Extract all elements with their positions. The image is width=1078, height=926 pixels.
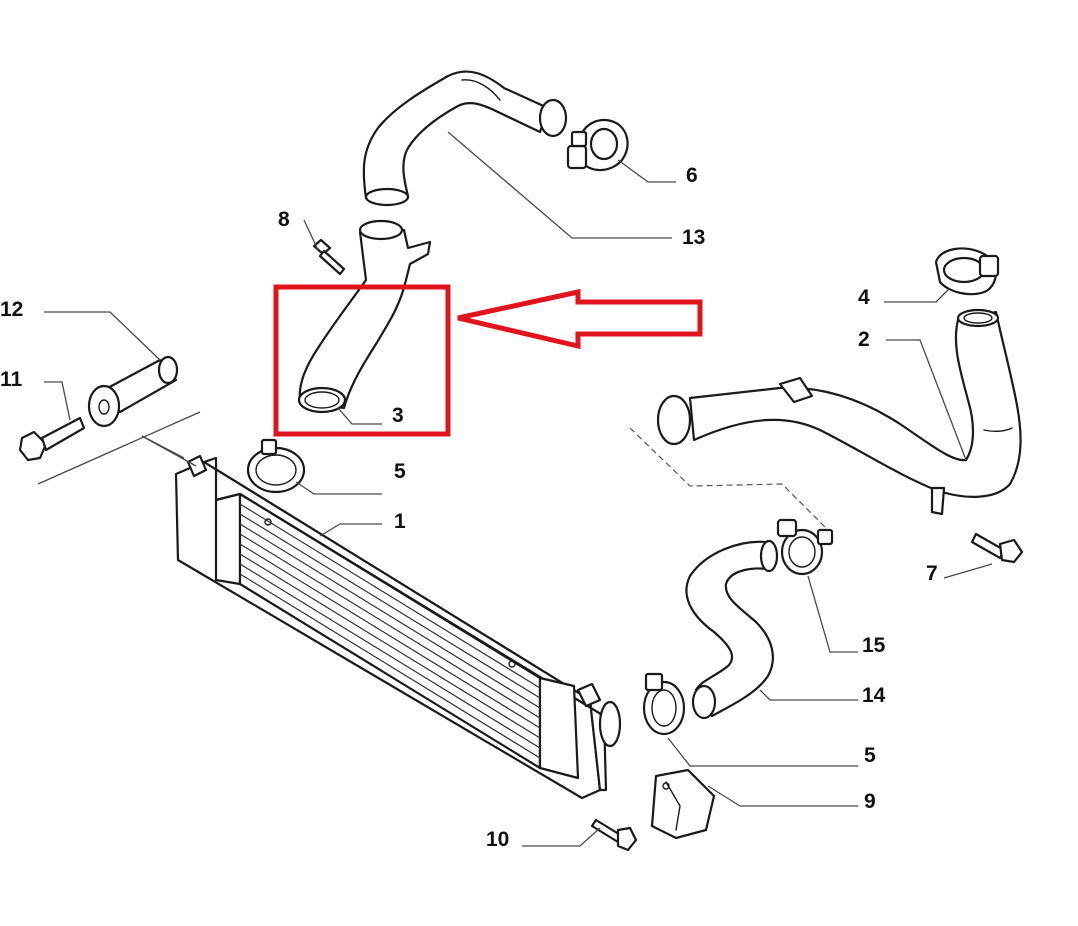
- leader-lines: [44, 131, 993, 847]
- callout-7: 7: [926, 562, 938, 585]
- callout-9: 9: [864, 790, 876, 813]
- part-15-hose-clamp: [776, 518, 834, 576]
- part-10-bolt: [590, 818, 638, 852]
- part-8-bolt: [312, 238, 346, 276]
- callout-15: 15: [862, 634, 886, 657]
- part-1-intercooler: [174, 454, 622, 800]
- part-6-hose-clamp: [566, 118, 629, 172]
- callout-12: 12: [0, 298, 23, 321]
- part-4-hose-clamp: [934, 247, 1000, 296]
- part-5-clamp-upper: [246, 438, 306, 494]
- part-14-lower-hose: [685, 539, 779, 720]
- highlight-box: [273, 284, 451, 437]
- callout-1: 1: [394, 510, 406, 533]
- part-11-bolt: [18, 416, 86, 462]
- callout-labels: 1 2 3 4 5 5 6 7 8 9 10 11 12 13 14 15: [0, 164, 938, 851]
- part-12-spacer-sleeve: [87, 355, 179, 428]
- callout-8: 8: [278, 208, 290, 231]
- part-5-clamp-lower: [642, 672, 686, 736]
- callout-5-lower: 5: [864, 744, 876, 767]
- part-13-upper-hose: [362, 70, 568, 207]
- callout-5-upper: 5: [394, 460, 406, 483]
- callout-4: 4: [858, 286, 870, 309]
- callout-11: 11: [0, 368, 23, 391]
- callout-6: 6: [686, 164, 698, 187]
- callout-3: 3: [392, 404, 404, 427]
- callout-14: 14: [862, 684, 886, 707]
- callout-10: 10: [486, 828, 509, 851]
- part-7-bolt: [970, 532, 1024, 564]
- part-3-intercooler-pipe: [297, 219, 432, 414]
- part-9-bracket: [650, 768, 716, 840]
- part-2-lower-pipe: [656, 308, 1022, 516]
- assembly-lines: [37, 411, 829, 531]
- highlight-arrow: [457, 288, 703, 350]
- callout-2: 2: [858, 328, 870, 351]
- callout-13: 13: [682, 226, 705, 249]
